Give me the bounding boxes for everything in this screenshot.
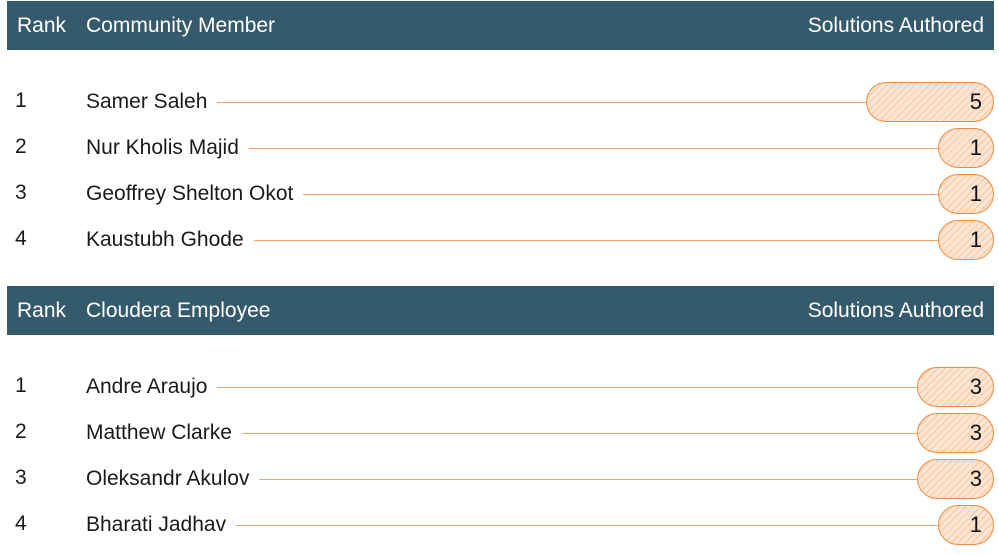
member-name-link[interactable]: Oleksandr Akulov <box>86 467 250 490</box>
score-column-header: Solutions Authored <box>807 299 984 322</box>
community-leaderboard: Rank Community Member Solutions Authored… <box>7 1 994 263</box>
leader-line <box>303 193 938 195</box>
leader-line <box>253 239 938 241</box>
leaderboard-row: 1 Andre Araujo 3 <box>7 364 994 410</box>
rank-number: 3 <box>15 466 27 489</box>
leaderboard-row: 3 Oleksandr Akulov 3 <box>7 456 994 502</box>
score-pill: 3 <box>917 459 994 499</box>
member-name-link[interactable]: Andre Araujo <box>86 375 208 398</box>
leaderboard-row: 4 Bharati Jadhav 1 <box>7 502 994 548</box>
score-pill: 1 <box>938 220 994 260</box>
rank-number: 4 <box>15 512 27 535</box>
member-name-link[interactable]: Nur Kholis Majid <box>86 136 239 159</box>
score-pill: 1 <box>938 128 994 168</box>
leaderboard-row: 2 Nur Kholis Majid 1 <box>7 125 994 171</box>
score-pill: 1 <box>938 505 994 545</box>
leaderboard-row: 2 Matthew Clarke 3 <box>7 410 994 456</box>
score-value: 1 <box>969 227 982 252</box>
leader-line <box>217 386 917 388</box>
rank-number: 1 <box>15 374 27 397</box>
score-pill: 1 <box>938 174 994 214</box>
score-value: 3 <box>969 466 982 491</box>
score-value: 3 <box>969 420 982 445</box>
score-value: 1 <box>969 512 982 537</box>
leader-line <box>217 101 866 103</box>
leader-line <box>241 432 917 434</box>
member-name-link[interactable]: Bharati Jadhav <box>86 513 227 536</box>
community-header: Rank Community Member Solutions Authored <box>7 1 994 50</box>
employee-header: Rank Cloudera Employee Solutions Authore… <box>7 286 994 335</box>
score-value: 5 <box>969 89 982 114</box>
leader-line <box>259 478 917 480</box>
leader-line <box>248 147 938 149</box>
score-value: 3 <box>969 374 982 399</box>
member-name-link[interactable]: Samer Saleh <box>86 90 208 113</box>
score-pill: 3 <box>917 413 994 453</box>
rank-number: 1 <box>15 89 27 112</box>
rank-number: 2 <box>15 420 27 443</box>
score-pill: 5 <box>866 82 994 122</box>
member-name-link[interactable]: Geoffrey Shelton Okot <box>86 182 294 205</box>
leaderboard-row: 1 Samer Saleh 5 <box>7 79 994 125</box>
employee-rows: 1 Andre Araujo 3 2 Matthew Clarke 3 3 Ol… <box>7 364 994 548</box>
member-name-link[interactable]: Matthew Clarke <box>86 421 232 444</box>
community-rows: 1 Samer Saleh 5 2 Nur Kholis Majid 1 3 G… <box>7 79 994 263</box>
employee-column-header: Cloudera Employee <box>86 299 271 322</box>
leaderboard-row: 3 Geoffrey Shelton Okot 1 <box>7 171 994 217</box>
employee-leaderboard: Rank Cloudera Employee Solutions Authore… <box>7 286 994 548</box>
rank-column-header: Rank <box>17 299 67 322</box>
member-column-header: Community Member <box>86 14 276 37</box>
score-pill: 3 <box>917 367 994 407</box>
rank-number: 2 <box>15 135 27 158</box>
rank-number: 4 <box>15 227 27 250</box>
rank-number: 3 <box>15 181 27 204</box>
leaderboard-row: 4 Kaustubh Ghode 1 <box>7 217 994 263</box>
rank-column-header: Rank <box>17 14 67 37</box>
score-value: 1 <box>969 135 982 160</box>
score-column-header: Solutions Authored <box>807 14 984 37</box>
score-value: 1 <box>969 181 982 206</box>
member-name-link[interactable]: Kaustubh Ghode <box>86 228 244 251</box>
leader-line <box>236 524 938 526</box>
